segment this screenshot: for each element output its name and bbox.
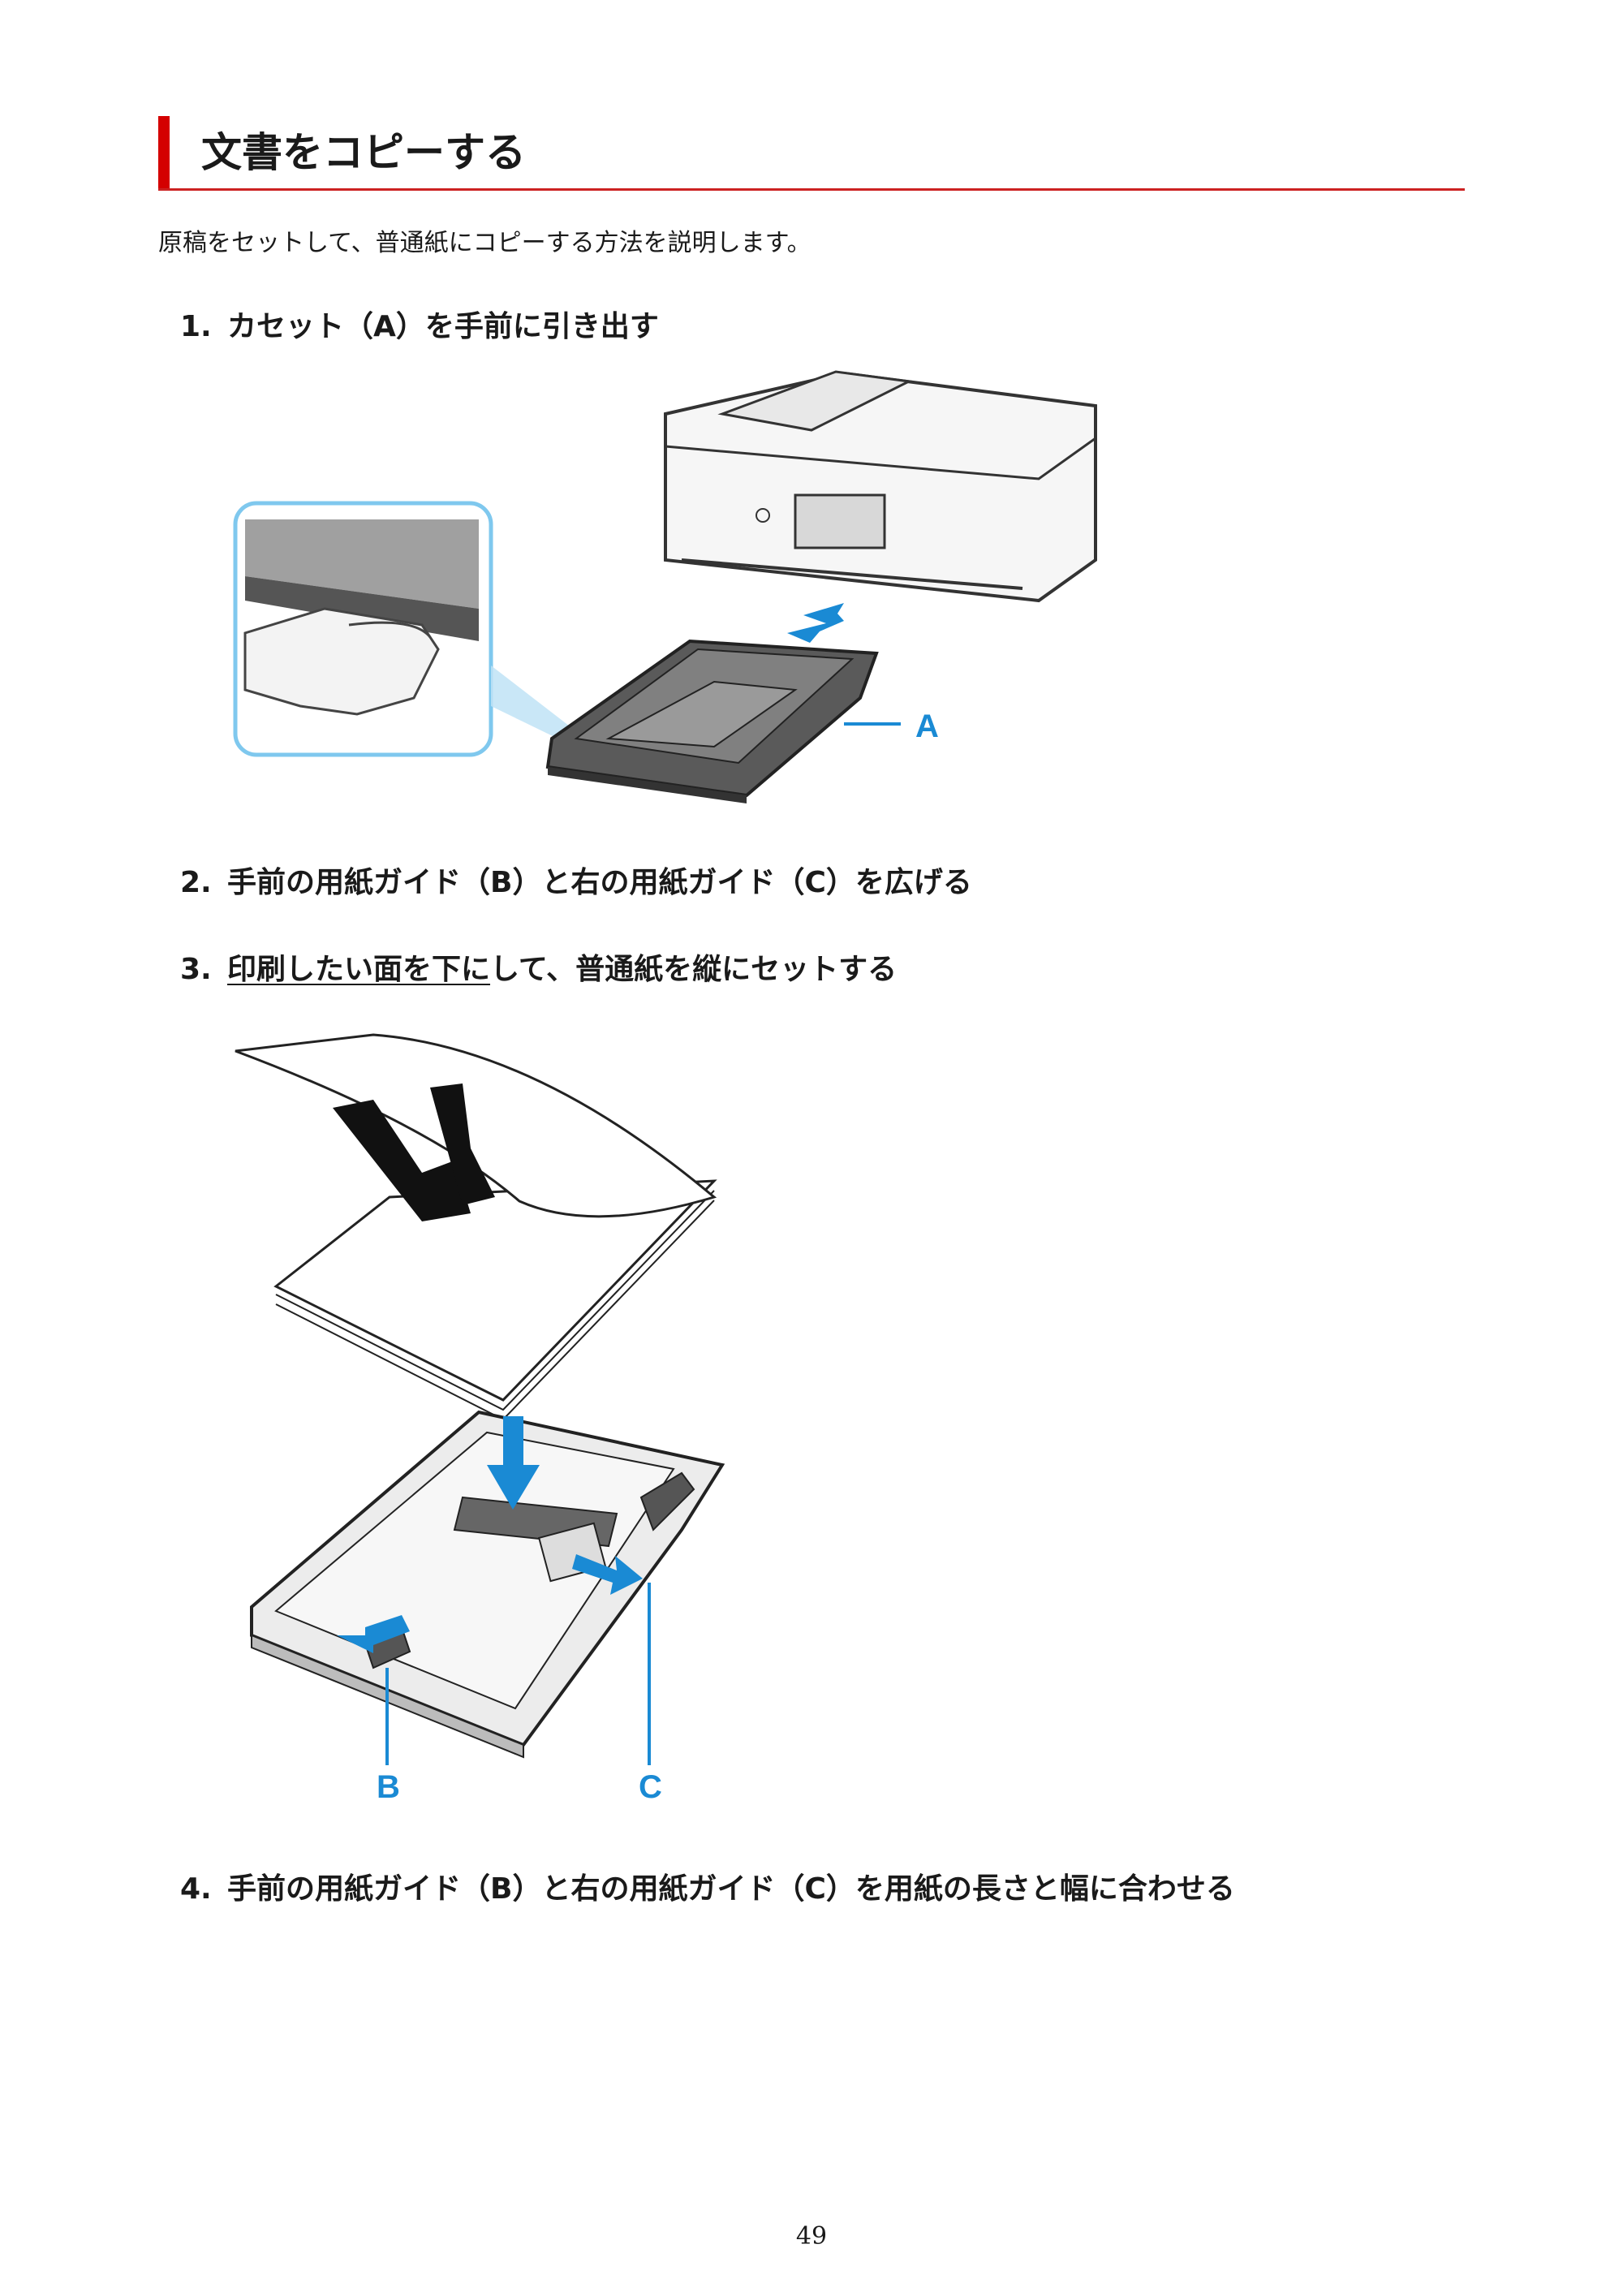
intro-text: 原稿をセットして、普通紙にコピーする方法を説明します。 xyxy=(158,229,812,257)
step-4: 4. 手前の用紙ガイド（B）と右の用紙ガイド（C）を用紙の長さと幅に合わせる xyxy=(180,1871,1235,1908)
step-1-number: 1. xyxy=(180,310,212,343)
step-2: 2. 手前の用紙ガイド（B）と右の用紙ガイド（C）を広げる xyxy=(180,864,972,902)
down-arrow-icon xyxy=(487,1416,540,1510)
step-3-text: して、普通紙を縦にセットする xyxy=(490,953,898,986)
step-3-number: 3. xyxy=(180,953,212,986)
pull-arrow-icon xyxy=(787,603,844,643)
step-2-text: 手前の用紙ガイド（B）と右の用紙ガイド（C）を広げる xyxy=(227,866,972,899)
paper-cassette xyxy=(545,639,879,803)
title-divider xyxy=(158,188,1465,191)
paper-cassette xyxy=(250,1410,725,1759)
zoom-inset xyxy=(233,501,633,775)
step-4-text: 手前の用紙ガイド（B）と右の用紙ガイド（C）を用紙の長さと幅に合わせる xyxy=(227,1872,1235,1906)
step-1: 1. カセット（A）を手前に引き出す xyxy=(180,308,659,346)
callout-b-label: B xyxy=(377,1769,400,1805)
figure-cassette-pull-out: A xyxy=(233,370,1097,803)
step-4-number: 4. xyxy=(180,1872,212,1906)
printer-body xyxy=(664,370,1097,603)
title-accent-bar xyxy=(158,116,170,189)
page-number: 49 xyxy=(795,2222,828,2251)
guide-c-arrow-icon xyxy=(572,1554,643,1595)
step-3: 3. 印刷したい面を下にして、普通紙を縦にセットする xyxy=(180,951,897,989)
guide-b-arrow-icon xyxy=(337,1615,410,1653)
step-2-number: 2. xyxy=(180,866,212,899)
paper-stack xyxy=(235,1033,717,1421)
callout-a-label: A xyxy=(915,709,939,744)
step-3-emphasis: 印刷したい面を下に xyxy=(227,953,491,986)
figure-load-paper: B C xyxy=(235,1033,725,1805)
page-title: 文書をコピーする xyxy=(201,129,526,176)
step-1-text: カセット（A）を手前に引き出す xyxy=(227,310,659,343)
callout-c-label: C xyxy=(639,1769,662,1805)
